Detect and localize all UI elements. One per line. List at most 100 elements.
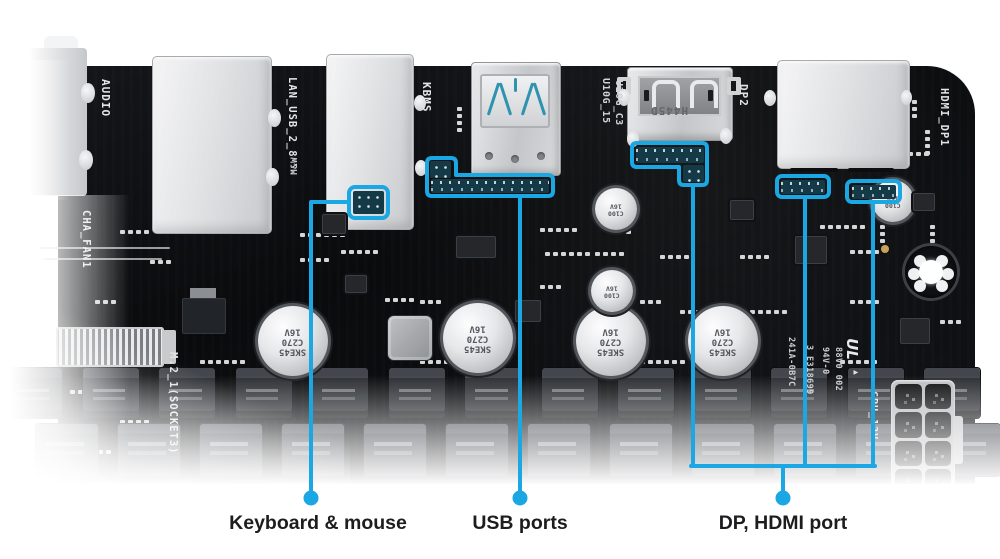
solder-pad-dot bbox=[640, 360, 645, 364]
solder-pad-dot bbox=[764, 255, 769, 259]
solder-pad-dot bbox=[750, 310, 755, 314]
dp-latch bbox=[652, 80, 680, 108]
solder-pad-dot bbox=[782, 310, 787, 314]
driver-chip bbox=[36, 424, 98, 476]
solder-pad-dot bbox=[880, 239, 885, 243]
gold-test-pad bbox=[881, 245, 889, 253]
solder-pad-dot bbox=[564, 228, 569, 232]
solder-pad bbox=[900, 89, 912, 105]
solder-pad-dot bbox=[603, 252, 608, 256]
solder-pad-dot bbox=[232, 360, 237, 364]
ul-triangle-icon: ▲ bbox=[851, 368, 861, 377]
solder-pad-dot bbox=[774, 310, 779, 314]
m2-slot-connector bbox=[56, 327, 164, 367]
highlighted-hdmi-header-1 bbox=[781, 180, 825, 194]
solder-pad bbox=[415, 160, 427, 176]
atx-pin bbox=[924, 412, 951, 438]
solder-pad-dot bbox=[357, 250, 362, 254]
driver-chip bbox=[610, 424, 672, 476]
solder-pad-dot bbox=[820, 225, 825, 229]
ic-chip bbox=[900, 318, 930, 344]
solder-pad-dot bbox=[864, 360, 869, 364]
highlighted-kbms-chip bbox=[353, 191, 384, 214]
solder-pad-dot bbox=[858, 300, 863, 304]
solder-pad-dot bbox=[808, 195, 813, 199]
solder-pad-dot bbox=[95, 300, 100, 304]
solder-pad-dot bbox=[916, 152, 921, 156]
solder-pad-dot bbox=[111, 300, 116, 304]
solder-pad-dot bbox=[640, 300, 645, 304]
mosfet-chip bbox=[771, 368, 827, 418]
solder-pad-dot bbox=[545, 252, 550, 256]
solder-pad-dot bbox=[428, 300, 433, 304]
atx-pin bbox=[924, 440, 951, 466]
solder-pad-dot bbox=[553, 252, 558, 256]
solder-pad-dot bbox=[858, 250, 863, 254]
solder-pad-dot bbox=[672, 360, 677, 364]
solder-pad-dot bbox=[316, 258, 321, 262]
mosfet-chip bbox=[465, 368, 521, 418]
solder-pad-dot bbox=[595, 252, 600, 256]
driver-chip bbox=[692, 424, 754, 476]
solder-pad-dot bbox=[836, 225, 841, 229]
solder-pad-dot bbox=[150, 260, 155, 264]
solder-pad-dot bbox=[120, 230, 125, 234]
atx-pin bbox=[924, 384, 951, 410]
audio-jack-stack bbox=[30, 48, 87, 196]
hdmi-port-shield bbox=[777, 60, 910, 169]
ul-marking-line: 241A-0B7C bbox=[786, 337, 796, 387]
cpu-12v-power-connector bbox=[891, 380, 955, 498]
solder-pad-dot bbox=[676, 255, 681, 259]
solder-pad-dot bbox=[240, 360, 245, 364]
solder-pad-dot bbox=[956, 320, 961, 324]
silkscreen-dp2: DP2 bbox=[737, 84, 750, 107]
solder-pad-dot bbox=[866, 250, 871, 254]
solder-pad-dot bbox=[611, 252, 616, 256]
solder-pad-dot bbox=[866, 300, 871, 304]
solder-pad-dot bbox=[308, 258, 313, 262]
highlighted-dp-header bbox=[636, 147, 704, 163]
mosfet-chip bbox=[82, 368, 139, 418]
solder-pad-dot bbox=[648, 360, 653, 364]
ic-chip bbox=[913, 193, 935, 211]
solder-pad-dot bbox=[756, 255, 761, 259]
callout-label-dp-hdmi: DP, HDMI port bbox=[718, 512, 848, 534]
solder-pad-dot bbox=[844, 225, 849, 229]
solder-pad-dot bbox=[341, 250, 346, 254]
usb-mount-hole bbox=[511, 155, 519, 163]
solder-pad-dot bbox=[940, 320, 945, 324]
solder-pad-dot bbox=[740, 255, 745, 259]
silkscreen-hdmi-dp1: HDMI_DP1 bbox=[938, 88, 950, 147]
solder-pad-dot bbox=[300, 258, 305, 262]
solder-pad-dot bbox=[925, 130, 930, 134]
dp-slot bbox=[708, 90, 713, 101]
solder-pad-dot bbox=[457, 128, 462, 132]
mosfet-chip bbox=[618, 368, 674, 418]
solder-pad-dot bbox=[349, 250, 354, 254]
solder-pad-dot bbox=[324, 258, 329, 262]
hdmi-mount-slot bbox=[790, 168, 838, 172]
driver-chip bbox=[282, 424, 344, 476]
inductor bbox=[388, 316, 432, 360]
solder-pad-dot bbox=[409, 298, 414, 302]
solder-pad-dot bbox=[912, 114, 917, 118]
driver-chip bbox=[774, 424, 836, 476]
ic-chip bbox=[345, 275, 367, 293]
lan-usb-port-shield bbox=[152, 56, 272, 234]
solder-pad-dot bbox=[619, 252, 624, 256]
solder-pad-dot bbox=[216, 360, 221, 364]
solder-pad-dot bbox=[224, 360, 229, 364]
silkscreen-u10g-c3: U10G_C3 bbox=[613, 80, 624, 126]
silkscreen-audio: AUDIO bbox=[99, 79, 112, 118]
solder-pad bbox=[79, 150, 93, 170]
silkscreen-kbms: KBMS bbox=[420, 82, 433, 113]
highlighted-hdmi-header-2 bbox=[852, 185, 896, 199]
solder-pad-dot bbox=[908, 152, 913, 156]
pcb-trace bbox=[44, 258, 162, 260]
solder-pad bbox=[81, 83, 95, 103]
ul-marking-line: 3 E318699 bbox=[804, 345, 814, 395]
solder-pad-dot bbox=[393, 298, 398, 302]
solder-pad-dot bbox=[758, 310, 763, 314]
